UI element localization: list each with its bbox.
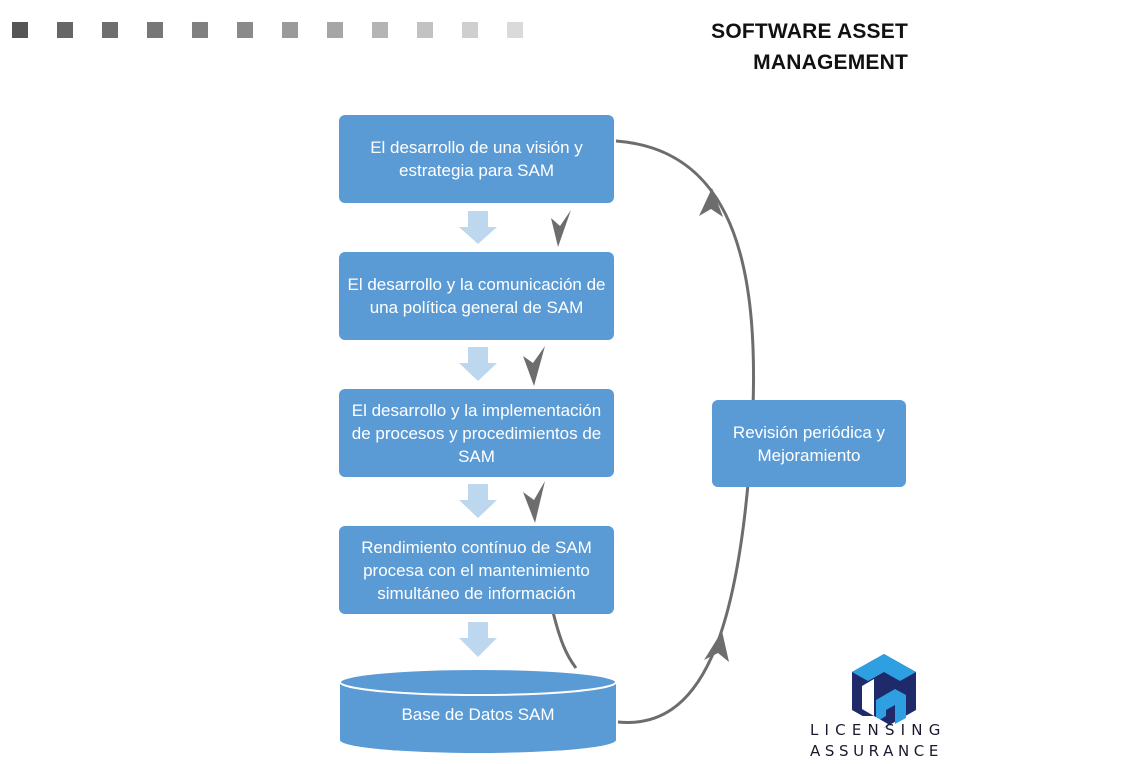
down-arrow-icon (459, 484, 497, 518)
decor-square (147, 22, 163, 38)
step-box-processes: El desarrollo y la implementación de pro… (339, 389, 614, 477)
step-label: El desarrollo y la implementación de pro… (351, 400, 602, 466)
down-arrow-icon (459, 211, 497, 244)
title-line-2: MANAGEMENT (753, 51, 908, 74)
step-label: El desarrollo y la comunicación de una p… (347, 275, 606, 317)
cycle-arrowhead-up-icon (704, 631, 729, 662)
step-box-vision: El desarrollo de una visión y estrategia… (339, 115, 614, 203)
step-label: El desarrollo de una visión y estrategia… (370, 138, 583, 180)
cycle-arrowhead-up-icon (699, 188, 723, 217)
decor-square (327, 22, 343, 38)
cycle-arrowhead-down-icon (551, 210, 571, 247)
down-arrow-icon (459, 622, 497, 657)
decor-square (282, 22, 298, 38)
decor-square (192, 22, 208, 38)
decor-square (12, 22, 28, 38)
decor-square (237, 22, 253, 38)
step-box-policy: El desarrollo y la comunicación de una p… (339, 252, 614, 340)
decor-square (102, 22, 118, 38)
database-cylinder (339, 668, 617, 753)
logo-text-licensing: LICENSING (810, 721, 947, 739)
cycle-arrowhead-down-icon (523, 481, 545, 523)
cycle-curve-left (551, 611, 578, 669)
review-box: Revisión periódica y Mejoramiento (712, 400, 906, 487)
step-label: Rendimiento contínuo de SAM procesa con … (361, 537, 592, 603)
decor-square (57, 22, 73, 38)
title-line-1: SOFTWARE ASSET (711, 20, 908, 43)
down-arrow-icon (459, 347, 497, 381)
decor-square (462, 22, 478, 38)
step-box-performance: Rendimiento contínuo de SAM procesa con … (339, 526, 614, 614)
logo-text-assurance: ASSURANCE (810, 742, 943, 760)
licensing-assurance-logo-icon (852, 654, 916, 728)
decor-square (372, 22, 388, 38)
decor-square (507, 22, 523, 38)
database-label: Base de Datos SAM (401, 705, 555, 724)
review-label: Revisión periódica y Mejoramiento (732, 422, 886, 465)
decor-square (417, 22, 433, 38)
cycle-arrowhead-down-icon (523, 346, 545, 386)
page-title: SOFTWARE ASSET MANAGEMENT (711, 16, 908, 78)
